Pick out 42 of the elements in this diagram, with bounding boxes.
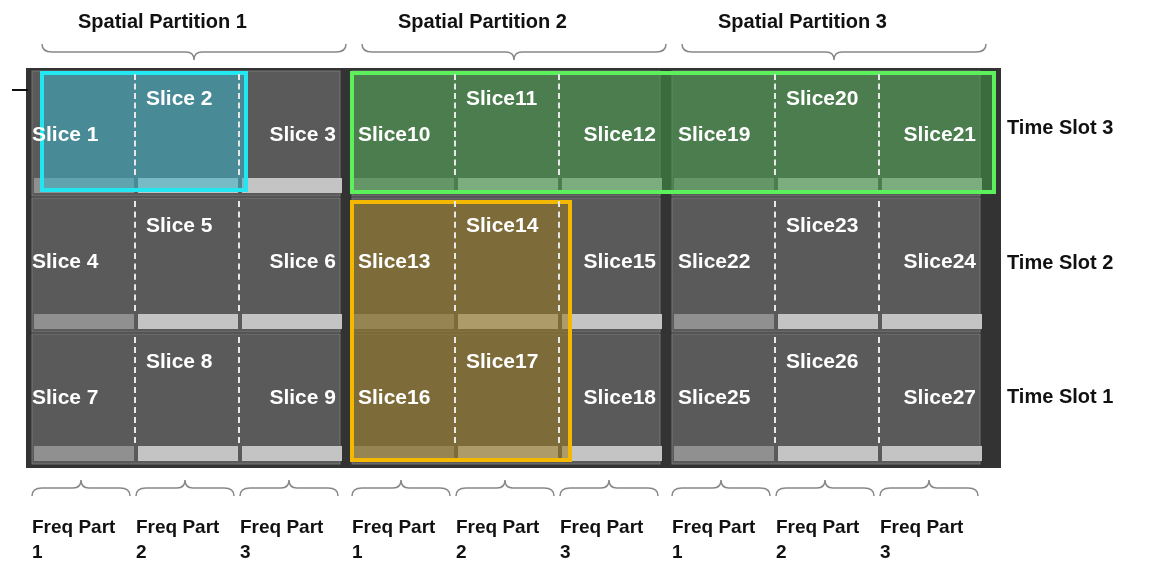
- slice-label: Slice 2: [146, 86, 213, 110]
- frequency-label: Freq Part 2: [456, 515, 541, 564]
- slice-label: Slice 3: [269, 122, 336, 146]
- slice-label: Slice15: [583, 249, 656, 273]
- partition-label: Spatial Partition 1: [78, 10, 247, 33]
- slice-label: Slice22: [678, 249, 751, 273]
- slice-label: Slice23: [786, 213, 859, 237]
- slice-label: Slice18: [583, 385, 656, 409]
- frequency-label: Freq Part 1: [672, 515, 757, 564]
- slice-label: Slice11: [466, 86, 538, 110]
- slice-label: Slice19: [678, 122, 751, 146]
- slice-label: Slice24: [903, 249, 976, 273]
- slice-label: Slice13: [358, 249, 431, 273]
- frequency-label: Freq Part 2: [776, 515, 861, 564]
- frequency-label: Freq Part 3: [560, 515, 645, 564]
- slice-label: Slice14: [466, 213, 539, 237]
- slice-label: Slice 5: [146, 213, 213, 237]
- slice-label: Slice 8: [146, 349, 213, 373]
- slice-label: Slice17: [466, 349, 539, 373]
- slice-label: Slice12: [583, 122, 656, 146]
- slice-label: Slice25: [678, 385, 751, 409]
- frequency-label: Freq Part 1: [32, 515, 117, 564]
- partition-label: Spatial Partition 2: [398, 10, 567, 33]
- slice-label: Slice 9: [269, 385, 336, 409]
- slice-label: Slice16: [358, 385, 431, 409]
- time-slot-label: Time Slot 1: [1007, 385, 1114, 408]
- slice-label: Slice 1: [32, 122, 99, 146]
- slice-label: Slice10: [358, 122, 431, 146]
- partition-label: Spatial Partition 3: [718, 10, 887, 33]
- frequency-label: Freq Part 3: [240, 515, 325, 564]
- time-slot-label: Time Slot 3: [1007, 115, 1114, 139]
- time-slot-label: Time Slot 2: [1007, 251, 1114, 274]
- slice-label: Slice20: [786, 86, 859, 110]
- slice-label: Slice 4: [32, 249, 99, 273]
- slice-label: Slice 6: [269, 249, 336, 273]
- frequency-label: Freq Part 2: [136, 515, 221, 564]
- slice-label: Slice 7: [32, 385, 99, 409]
- slice-label: Slice21: [903, 122, 976, 146]
- slice-label: Slice27: [903, 385, 976, 409]
- slice-label: Slice26: [786, 349, 859, 373]
- frequency-label: Freq Part 3: [880, 515, 965, 564]
- frequency-label: Freq Part 1: [352, 515, 437, 564]
